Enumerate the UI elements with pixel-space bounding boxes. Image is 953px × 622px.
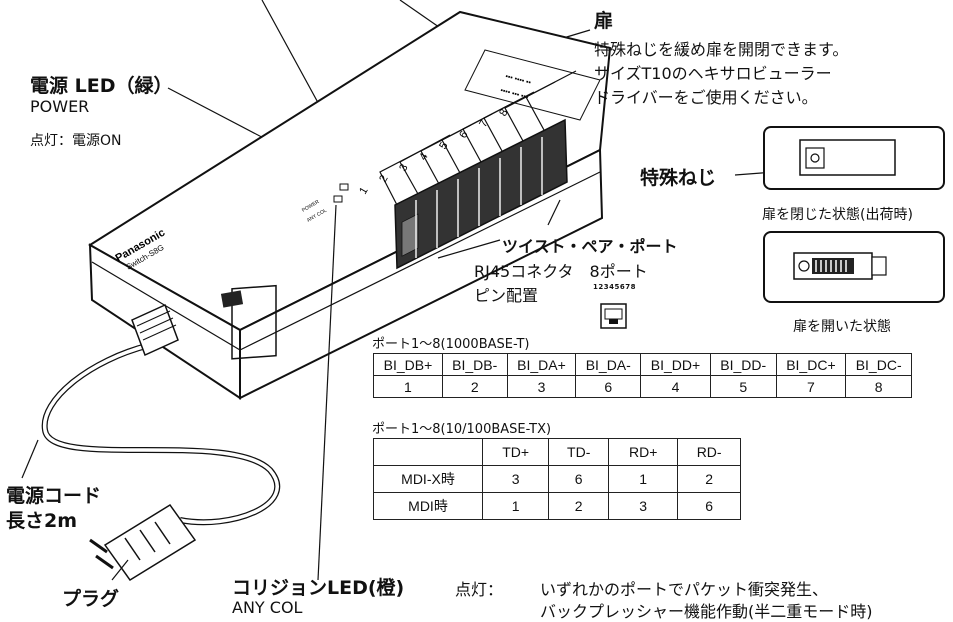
port-number: 6 bbox=[457, 129, 470, 140]
ports-pin-label: ピン配置 bbox=[474, 286, 539, 305]
table-cell: BI_DA- bbox=[575, 353, 642, 376]
door-open-caption: 扉を開いた状態 bbox=[793, 319, 891, 335]
table-cell: 5 bbox=[709, 375, 777, 398]
table-cell: BI_DD- bbox=[709, 353, 777, 376]
table-header-row: BI_DB+ BI_DB- BI_DA+ BI_DA- BI_DD+ BI_DD… bbox=[373, 353, 912, 376]
ports-connector: RJ45コネクタ 8ポート bbox=[474, 262, 648, 281]
table-cell: MDI時 bbox=[373, 492, 483, 520]
ports-title: ツイスト・ペア・ポート bbox=[502, 237, 678, 256]
table-cell: 3 bbox=[481, 465, 550, 493]
table-cell: 3 bbox=[608, 492, 679, 520]
table-cell: 4 bbox=[640, 375, 711, 398]
table-cell: 2 bbox=[548, 492, 610, 520]
table-cell: 1 bbox=[608, 465, 679, 493]
table-1000base-t: BI_DB+ BI_DB- BI_DA+ BI_DA- BI_DD+ BI_DD… bbox=[373, 353, 912, 398]
leader-line-port-label bbox=[437, 239, 501, 259]
port-number: 1 bbox=[357, 185, 370, 196]
table-1000-title: ポート1～8(1000BASE-T) bbox=[372, 337, 530, 352]
special-screw-label: 特殊ねじ bbox=[640, 167, 717, 189]
port-number: 3 bbox=[397, 162, 410, 173]
table-cell: BI_DD+ bbox=[640, 353, 711, 376]
door-desc-line1: 特殊ねじを緩め扉を開閉できます。 bbox=[594, 40, 849, 59]
port-number: 5 bbox=[437, 140, 450, 151]
table-row: MDI時 1 2 3 6 bbox=[373, 492, 741, 520]
door-title: 扉 bbox=[594, 10, 614, 32]
power-cord bbox=[41, 303, 281, 526]
door-open-diagram bbox=[763, 231, 945, 303]
table-cell: TD- bbox=[548, 438, 610, 466]
port-number-labels: 1 2 3 4 5 6 7 8 bbox=[357, 107, 510, 196]
table-cell: RD- bbox=[677, 438, 741, 466]
power-led-state: 点灯：電源ON bbox=[30, 133, 122, 149]
rj45-port-block bbox=[379, 70, 577, 270]
collision-led-desc-line2: バックプレッシャー機能作動(半二重モード時) bbox=[540, 602, 873, 621]
collision-led-name: ANY COL bbox=[232, 598, 303, 617]
plug-illustration bbox=[89, 503, 197, 582]
plug-label: プラグ bbox=[62, 588, 120, 610]
door-desc-line2: サイズT10のヘキサロビューラー bbox=[594, 64, 832, 83]
table-cell: BI_DB+ bbox=[373, 353, 443, 376]
door-closed-caption: 扉を閉じた状態(出荷時) bbox=[762, 207, 913, 223]
table-row: 1 2 3 6 4 5 7 8 bbox=[373, 375, 912, 398]
table-cell: 6 bbox=[677, 492, 741, 520]
ports-pin-numbers: 12345678 bbox=[593, 283, 636, 291]
switch-body: ▪▪▪ ▪▪▪▪ ▪▪ ▪▪▪▪ ▪▪▪ ▪▪▪ bbox=[88, 10, 612, 400]
table-row: MDI-X時 3 6 1 2 bbox=[373, 465, 741, 493]
door-closed-diagram bbox=[763, 126, 945, 190]
table-cell: 8 bbox=[845, 375, 912, 398]
rj45-pin-icon bbox=[600, 303, 627, 329]
table-cell: 2 bbox=[677, 465, 741, 493]
port-number: 4 bbox=[417, 151, 430, 162]
table-cell: 6 bbox=[548, 465, 610, 493]
table-cell bbox=[373, 438, 483, 466]
door-desc-line3: ドライバーをご使用ください。 bbox=[594, 88, 818, 107]
table-cell: BI_DC+ bbox=[775, 353, 847, 376]
table-cell: 1 bbox=[373, 375, 443, 398]
power-led-title: 電源 LED（緑） bbox=[30, 75, 173, 97]
port-number: 7 bbox=[477, 118, 490, 129]
power-cord-length: 長さ2m bbox=[6, 510, 78, 532]
table-cell: BI_DA+ bbox=[506, 353, 577, 376]
table-cell: 2 bbox=[441, 375, 508, 398]
power-led-name: POWER bbox=[30, 97, 90, 116]
leader-line-cord bbox=[21, 439, 39, 479]
table-10-100base-tx: TD+ TD- RD+ RD- MDI-X時 3 6 1 2 MDI時 1 2 … bbox=[373, 438, 741, 520]
leader-line-plug bbox=[111, 559, 129, 581]
collision-led-state-label: 点灯： bbox=[455, 580, 504, 599]
table-cell: 6 bbox=[575, 375, 642, 398]
table-cell: TD+ bbox=[481, 438, 550, 466]
table-cell: RD+ bbox=[608, 438, 679, 466]
leader-line-anycol bbox=[317, 204, 337, 581]
table-cell: MDI-X時 bbox=[373, 465, 483, 493]
anycol-led-indicator bbox=[333, 195, 343, 203]
table-cell: 3 bbox=[506, 375, 577, 398]
collision-led-desc-line1: いずれかのポートでパケット衝突発生、 bbox=[540, 580, 829, 599]
table-cell: BI_DC- bbox=[845, 353, 912, 376]
leader-line-port bbox=[547, 199, 561, 226]
power-led-indicator bbox=[339, 183, 349, 191]
port-number: 2 bbox=[377, 173, 390, 184]
table-cell: 7 bbox=[775, 375, 847, 398]
table-100-title: ポート1～8(10/100BASE-TX) bbox=[372, 422, 552, 437]
table-cell: BI_DB- bbox=[441, 353, 508, 376]
port-number: 8 bbox=[497, 107, 510, 118]
collision-led-title: コリジョンLED(橙) bbox=[232, 577, 405, 599]
table-header-row: TD+ TD- RD+ RD- bbox=[373, 438, 741, 466]
table-cell: 1 bbox=[481, 492, 550, 520]
power-cord-title: 電源コード bbox=[6, 485, 102, 507]
